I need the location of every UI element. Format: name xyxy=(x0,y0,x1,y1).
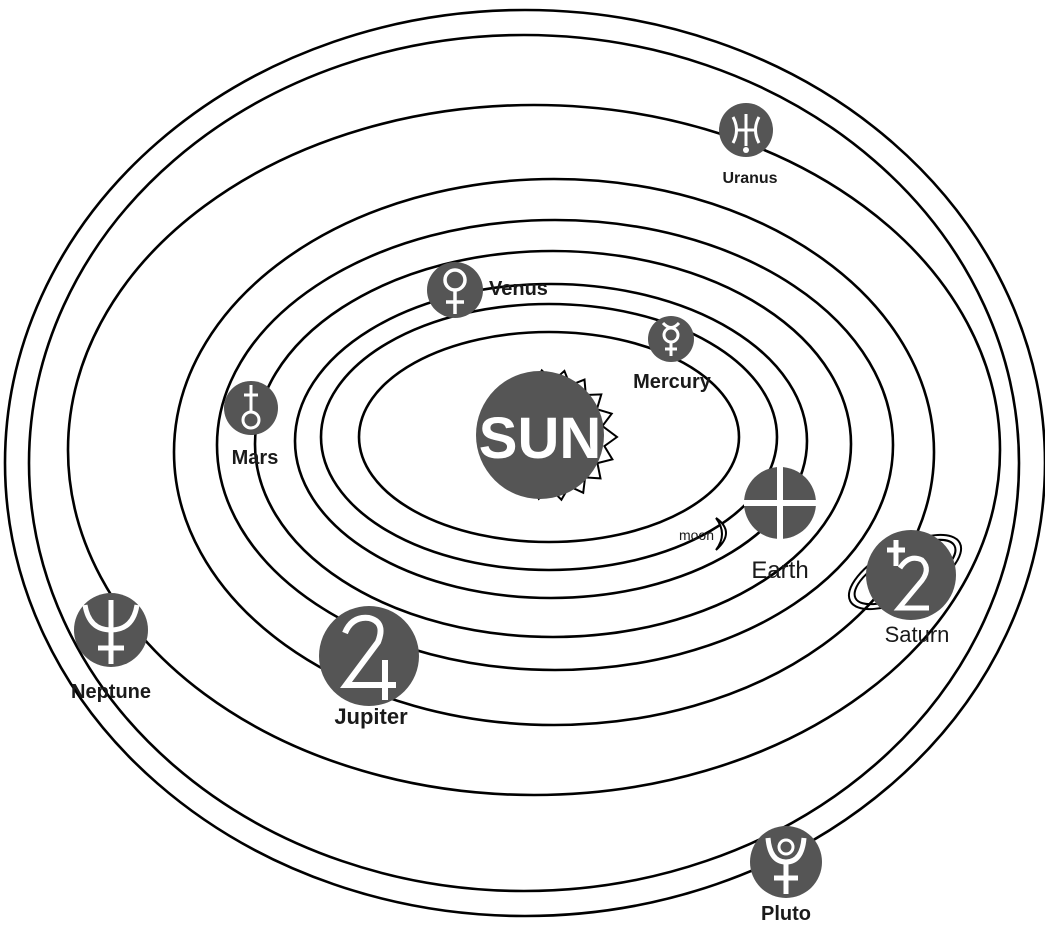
pluto-label: Pluto xyxy=(761,903,811,925)
saturn-icon xyxy=(866,530,956,620)
saturn-label: Saturn xyxy=(885,622,950,647)
sun: SUN xyxy=(476,370,617,499)
neptune-icon xyxy=(74,593,148,667)
jupiter-label: Jupiter xyxy=(334,704,408,729)
moon-label: moon xyxy=(679,527,714,543)
planet-neptune: Neptune xyxy=(71,593,151,703)
sun-label: SUN xyxy=(479,406,601,471)
mercury-label: Mercury xyxy=(633,371,712,393)
venus-icon xyxy=(427,262,483,318)
uranus-label: Uranus xyxy=(722,170,777,187)
mars-label: Mars xyxy=(232,447,279,469)
earth-label: Earth xyxy=(751,557,808,584)
planet-saturn: Saturn xyxy=(838,520,972,647)
neptune-label: Neptune xyxy=(71,681,151,703)
planet-mars: Mars xyxy=(224,381,278,469)
planet-earth: Earth xyxy=(744,467,816,584)
mars-icon xyxy=(224,381,278,435)
planet-jupiter: Jupiter xyxy=(319,606,419,729)
moon: moon xyxy=(679,518,726,550)
planet-mercury: Mercury xyxy=(633,316,712,393)
jupiter-icon xyxy=(319,606,419,706)
venus-label: Venus xyxy=(489,278,548,300)
planet-pluto: Pluto xyxy=(750,826,822,925)
planet-uranus: Uranus xyxy=(719,103,778,187)
uranus-icon xyxy=(719,103,773,157)
earth-icon xyxy=(744,467,816,539)
pluto-icon xyxy=(750,826,822,898)
mercury-icon xyxy=(648,316,694,362)
